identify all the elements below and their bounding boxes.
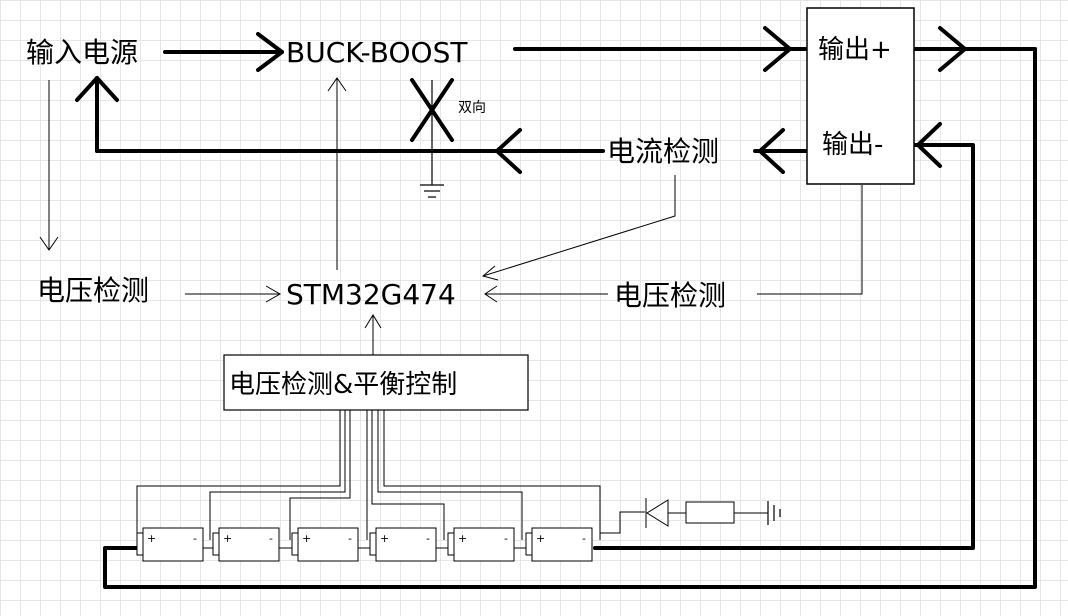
- cell-minus-mark: -: [193, 532, 197, 545]
- buck-boost-label: BUCK-BOOST: [286, 36, 468, 69]
- output-block: [806, 7, 915, 185]
- ground-icon: [420, 184, 444, 198]
- output-minus-label: 输出-: [822, 130, 883, 160]
- voltage-sense-right-label: 电压检测: [614, 279, 726, 312]
- cell-minus-mark: -: [426, 532, 430, 545]
- cell-plus-mark: +: [223, 532, 232, 545]
- battery-cell-icon: [369, 527, 450, 562]
- cell-minus-mark: -: [582, 532, 586, 545]
- cell-plus-mark: +: [302, 532, 311, 545]
- cell-minus-mark: -: [504, 532, 508, 545]
- battery-cell-icon: [291, 527, 372, 562]
- discharge-branch: [600, 498, 768, 534]
- bidirectional-label: 双向: [458, 100, 486, 116]
- battery-cell-icon: [136, 527, 218, 562]
- bidirectional-switch-icon: [410, 78, 454, 185]
- balance-control-label: 电压检测&平衡控制: [229, 370, 457, 400]
- voltage-sense-left-label: 电压检测: [37, 274, 149, 307]
- cell-plus-mark: +: [380, 532, 389, 545]
- battery-polarity-marks: + - + - + - + - + - + -: [147, 532, 586, 545]
- battery-cell-icon: [447, 527, 528, 562]
- cell-minus-mark: -: [269, 532, 273, 545]
- cell-plus-mark: +: [458, 532, 467, 545]
- current-sense-label: 电流检测: [607, 135, 719, 168]
- mcu-label: STM32G474: [286, 278, 456, 311]
- signal-lines: [39, 77, 863, 355]
- balance-wires: [136, 410, 601, 540]
- cell-minus-mark: -: [348, 532, 352, 545]
- battery-cell-icon: [525, 527, 593, 562]
- cell-plus-mark: +: [536, 532, 545, 545]
- battery-cell-icon: [212, 527, 294, 562]
- balance-control-box: [223, 354, 529, 411]
- cell-plus-mark: +: [147, 532, 156, 545]
- power-path: [75, 26, 1037, 589]
- output-plus-label: 输出+: [818, 35, 892, 65]
- ground-icon: [767, 501, 781, 525]
- battery-string: [136, 527, 593, 562]
- input-power-label: 输入电源: [26, 36, 138, 69]
